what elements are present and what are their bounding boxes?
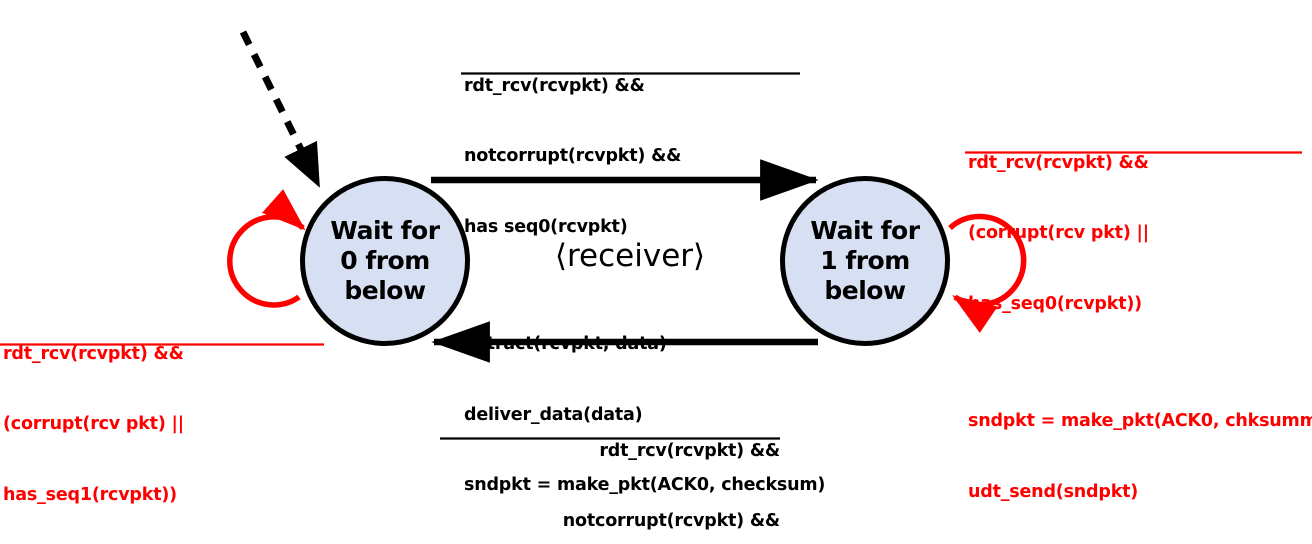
self-loop-arc-right <box>948 213 1027 333</box>
guard-line: notcorrupt(rcvpkt) && <box>464 146 682 166</box>
start-arrow <box>239 30 322 188</box>
action-line: sndpkt = make_pkt(ACK0, chksumm) <box>968 411 1312 431</box>
transition-label-top: rdt_rcv(rcvpkt) && notcorrupt(rcvpkt) &&… <box>464 4 825 544</box>
self-loop-left-guard: rdt_rcv(rcvpkt) && (corrupt(rcv pkt) || … <box>3 320 342 544</box>
transition-top-actions: extract(rcvpkt, data) deliver_data(data)… <box>464 311 825 544</box>
guard-line: rdt_rcv(rcvpkt) && <box>3 343 184 364</box>
transition-bottom-guard: rdt_rcv(rcvpkt) && notcorrupt(rcvpkt) &&… <box>436 417 780 544</box>
transition-label-bottom: rdt_rcv(rcvpkt) && notcorrupt(rcvpkt) &&… <box>436 369 780 544</box>
guard-line: rdt_rcv(rcvpkt) && <box>464 75 645 96</box>
guard-line: rdt_rcv(rcvpkt) && <box>968 152 1149 173</box>
action-line: deliver_data(data) <box>464 404 643 425</box>
self-loop-label-right: rdt_rcv(rcvpkt) && (corrupt(rcv pkt) || … <box>968 81 1312 544</box>
guard-line: notcorrupt(rcvpkt) && <box>562 511 780 531</box>
self-loop-right-guard: rdt_rcv(rcvpkt) && (corrupt(rcv pkt) || … <box>968 129 1312 361</box>
state-wait-for-0-from-below[interactable]: Wait for 0 from below <box>300 176 470 346</box>
self-loop-right-actions: sndpkt = make_pkt(ACK0, chksumm) udt_sen… <box>968 388 1312 544</box>
action-line: extract(rcvpkt, data) <box>464 334 667 354</box>
self-loop-arc-left <box>227 189 306 308</box>
guard-line: rdt_rcv(rcvpkt) && <box>599 440 780 461</box>
guard-line: has seq0(rcvpkt) <box>464 216 628 237</box>
diagram-title: ⟨receiver⟩ <box>554 238 706 274</box>
transition-top-guard: rdt_rcv(rcvpkt) && notcorrupt(rcvpkt) &&… <box>464 52 825 284</box>
action-line: udt_send(sndpkt) <box>968 481 1139 502</box>
guard-line: (corrupt(rcv pkt) || <box>3 414 184 434</box>
guard-line: (corrupt(rcv pkt) || <box>968 223 1149 243</box>
self-loop-label-left: rdt_rcv(rcvpkt) && (corrupt(rcv pkt) || … <box>3 272 342 544</box>
guard-line: has_seq1(rcvpkt)) <box>3 484 177 505</box>
state-wait-for-1-from-below[interactable]: Wait for 1 from below <box>780 176 950 346</box>
state-label: Wait for 1 from below <box>810 216 920 305</box>
state-label: Wait for 0 from below <box>330 216 440 305</box>
action-line: sndpkt = make_pkt(ACK0, checksum) <box>464 475 826 495</box>
guard-line: has_seq0(rcvpkt)) <box>968 293 1142 314</box>
